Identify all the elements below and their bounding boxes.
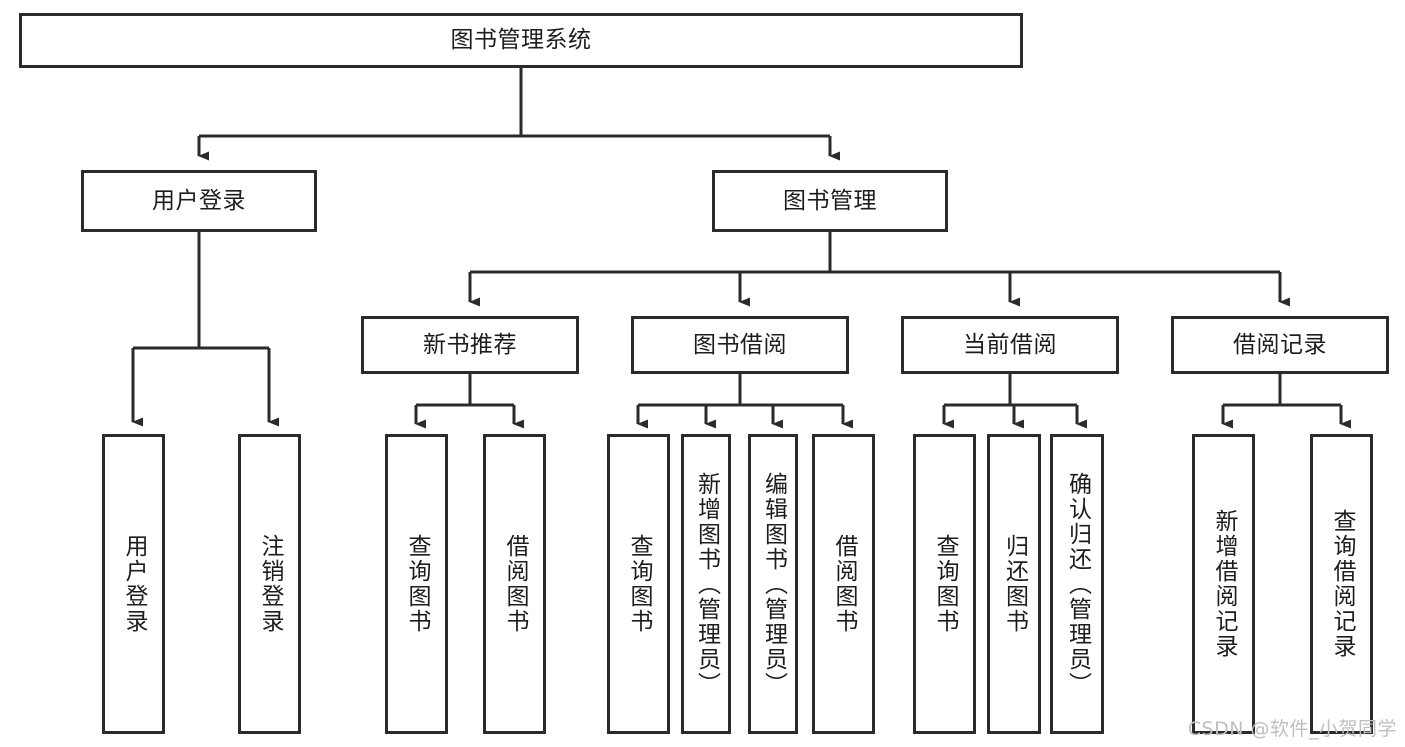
leaf-current-query-book[interactable]: 查询图书 [913, 434, 976, 734]
node-label: 注销登录 [257, 534, 283, 634]
leaf-current-return-book[interactable]: 归还图书 [987, 434, 1041, 734]
node-label: 用户登录 [152, 187, 246, 214]
leaf-record-query-borrow-record[interactable]: 查询借阅记录 [1310, 434, 1373, 734]
node-label: 借阅图书 [502, 534, 528, 634]
leaf-rec-borrow-book[interactable]: 借阅图书 [483, 434, 546, 734]
node-book-management-system[interactable]: 图书管理系统 [19, 13, 1023, 68]
node-label: 查询图书 [404, 534, 430, 634]
leaf-rec-query-book[interactable]: 查询图书 [385, 434, 448, 734]
leaf-user-login[interactable]: 用户登录 [102, 434, 165, 734]
node-label: 图书管理系统 [450, 27, 592, 54]
node-label: 查询图书 [932, 534, 958, 634]
node-label: 归还图书 [1001, 534, 1028, 634]
node-label: 新增图书（管理员） [693, 471, 720, 697]
node-label: 确认归还（管理员） [1064, 471, 1091, 697]
leaf-user-logout[interactable]: 注销登录 [238, 434, 301, 734]
node-label: 当前借阅 [963, 331, 1057, 358]
node-book-management[interactable]: 图书管理 [712, 170, 948, 232]
node-label: 编辑图书（管理员） [760, 471, 787, 697]
node-current-borrowing[interactable]: 当前借阅 [901, 316, 1119, 374]
leaf-borrow-edit-book-admin[interactable]: 编辑图书（管理员） [748, 434, 798, 734]
node-label: 借阅记录 [1233, 331, 1327, 358]
node-label: 用户登录 [121, 534, 147, 634]
node-borrowing-record[interactable]: 借阅记录 [1171, 316, 1389, 374]
node-label: 新书推荐 [423, 331, 517, 358]
node-label: 图书管理 [783, 187, 877, 214]
leaf-current-confirm-return-admin[interactable]: 确认归还（管理员） [1050, 434, 1104, 734]
leaf-record-add-borrow-record[interactable]: 新增借阅记录 [1192, 434, 1255, 734]
node-label: 借阅图书 [831, 534, 857, 634]
node-label: 查询借阅记录 [1329, 509, 1355, 659]
node-label: 图书借阅 [693, 331, 787, 358]
leaf-borrow-query-book[interactable]: 查询图书 [607, 434, 670, 734]
leaf-borrow-borrow-book[interactable]: 借阅图书 [812, 434, 875, 734]
node-new-book-recommendation[interactable]: 新书推荐 [361, 316, 579, 374]
node-book-borrowing[interactable]: 图书借阅 [631, 316, 849, 374]
leaf-borrow-add-book-admin[interactable]: 新增图书（管理员） [681, 434, 731, 734]
node-label: 新增借阅记录 [1211, 509, 1237, 659]
node-label: 查询图书 [626, 534, 652, 634]
node-user-login[interactable]: 用户登录 [81, 170, 317, 232]
